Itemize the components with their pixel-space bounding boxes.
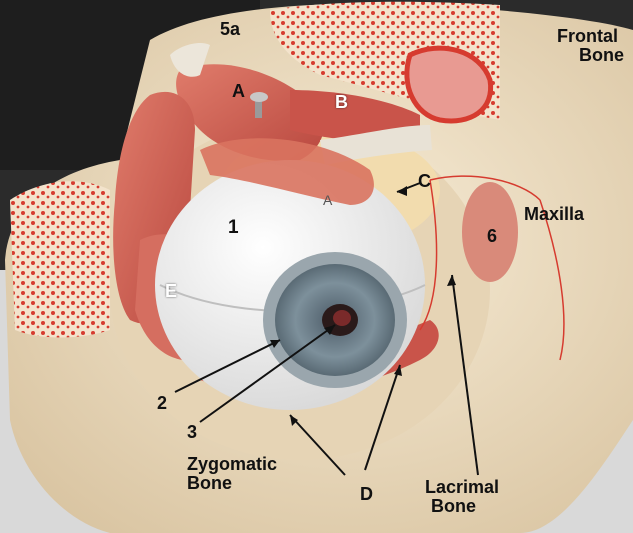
label-1: 1 [228,217,239,238]
pointer-d-left [289,414,346,476]
pointer-arrowheads [270,186,456,426]
label-lacrimal-line2: Bone [431,495,476,516]
model-pin [255,98,262,118]
suture-lines [419,175,565,361]
label-e: E [165,281,178,301]
arrowhead-3 [324,325,335,335]
label-zygomatic-line2: Bone [187,472,232,493]
label-a-eye: A [323,192,333,208]
label-frontal-line2: Bone [579,44,624,65]
pointer-3 [199,324,336,423]
label-lacrimal-line1: Lacrimal [425,477,500,497]
label-frontal-line1: Frontal [557,26,618,46]
label-3: 3 [187,422,198,442]
pointer-d-right [364,364,401,471]
label-zygomatic-bone: Zygomatic Bone [187,455,277,493]
label-6: 6 [487,226,498,246]
label-a-upper: A [232,81,245,101]
pointer-lacrimal [451,274,479,476]
frontal-sinus [404,45,494,124]
arrowhead-lacrimal [447,275,456,286]
label-2: 2 [157,393,168,413]
label-frontal-bone: Frontal Bone [557,27,624,65]
superior-rectus-insertion [200,138,374,205]
model-pin-head [250,92,268,102]
arrowhead-2 [270,340,280,348]
label-lacrimal-bone: Lacrimal Bone [425,478,499,516]
label-zygomatic-line1: Zygomatic [187,454,278,474]
superior-oblique-muscle [176,64,324,161]
arrowhead-c [397,186,407,196]
spongy-bone-left [10,181,110,338]
label-d: D [360,484,373,504]
lacrimal-sac [462,182,518,282]
label-maxilla: Maxilla [524,204,585,224]
tendon-top [170,43,210,77]
pointer-2 [174,339,281,393]
tendon-trochlea [320,125,432,165]
label-b: B [335,92,348,112]
superior-rectus-muscle [290,90,420,142]
label-pointers [174,182,479,476]
label-5a: 5a [220,19,241,39]
arrowhead-d-right [394,365,402,376]
pupil-highlight [333,310,351,326]
arrowhead-d-left [290,415,298,426]
label-c: C [418,171,431,191]
